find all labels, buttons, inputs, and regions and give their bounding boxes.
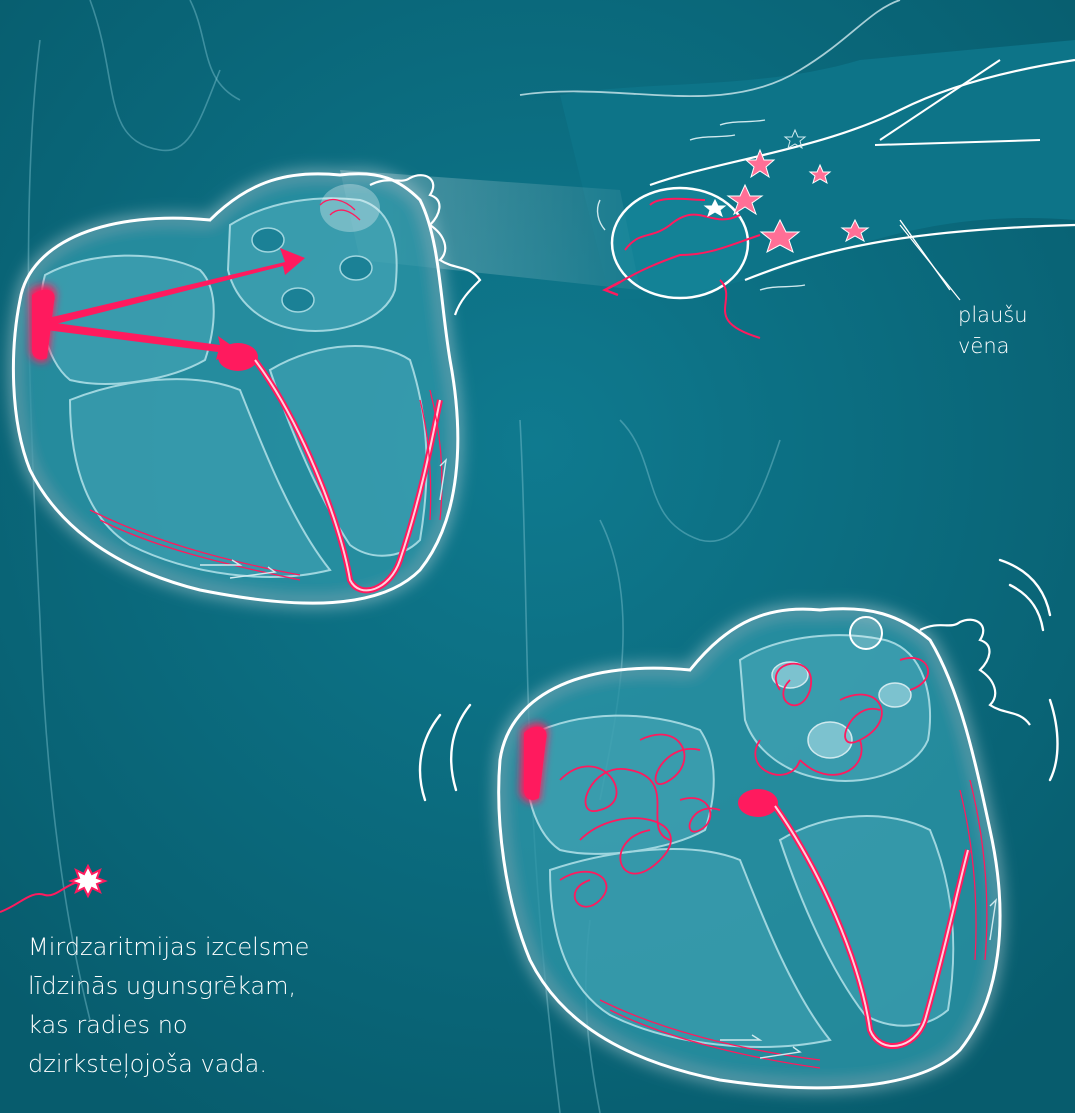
pulmonary-vein-label: plaušu vēna xyxy=(958,300,1028,362)
caption-line: Mirdzaritmijas izcelsme xyxy=(28,928,388,967)
caption-line: līdzinās ugunsgrēkam, xyxy=(28,967,388,1006)
pulmonary-vein-label-line1: plaušu xyxy=(958,300,1028,331)
caption-line: dzirksteļojoša vada. xyxy=(28,1045,388,1084)
pulmonary-vein-label-line2: vēna xyxy=(958,331,1028,362)
caption-line: kas radies no xyxy=(28,1006,388,1045)
caption: Mirdzaritmijas izcelsme līdzinās ugunsgr… xyxy=(28,928,388,1084)
